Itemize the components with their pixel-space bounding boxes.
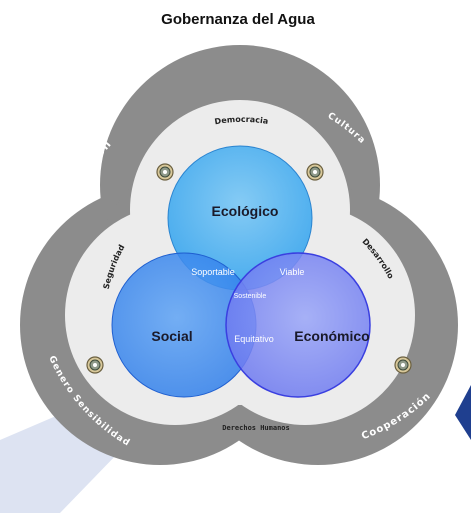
seal-icon <box>86 356 104 374</box>
label-democracia-text: Democracia <box>214 115 269 126</box>
label-derechos-humanos: Derechos Humanos <box>222 424 289 432</box>
label-economico: Económico <box>294 328 369 344</box>
circle-economico <box>225 252 371 398</box>
label-social: Social <box>151 328 192 344</box>
label-ecologico: Ecológico <box>212 203 279 219</box>
label-viable: Viable <box>280 267 305 277</box>
seal-icon <box>306 163 324 181</box>
label-democracia: Democracia <box>214 115 269 126</box>
label-sostenible: Sostenible <box>234 293 267 300</box>
seal-icon <box>394 356 412 374</box>
accent-corner <box>455 385 471 440</box>
page-title: Gobernanza del Agua <box>161 11 315 28</box>
label-soportable: Soportable <box>191 267 235 277</box>
seal-icon <box>156 163 174 181</box>
label-equitativo: Equitativo <box>234 334 274 344</box>
